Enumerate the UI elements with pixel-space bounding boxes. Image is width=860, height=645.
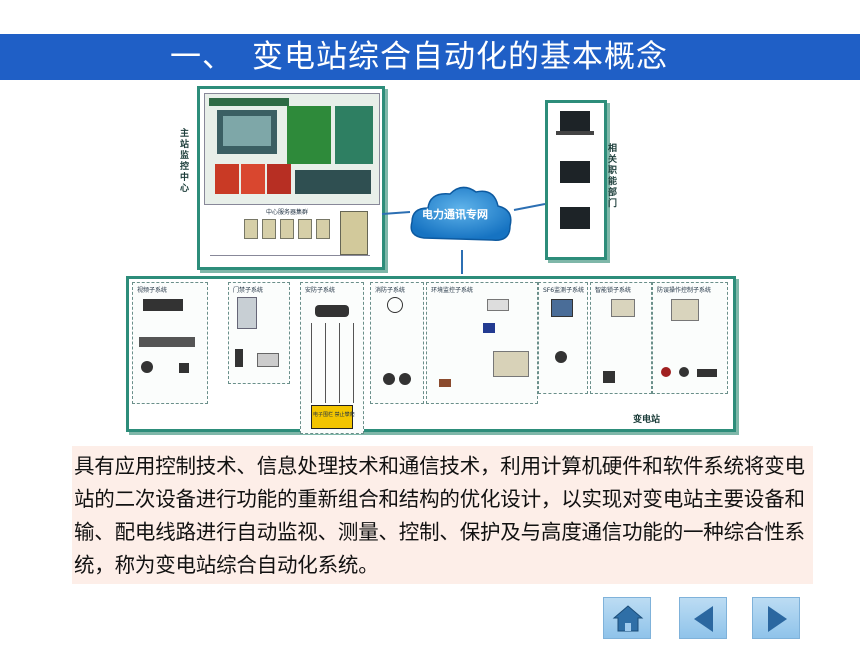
server-rack	[244, 219, 258, 239]
related-dept-label: 相关职能部门	[608, 144, 618, 209]
master-center-panel: 主站监控中心 中心服务器集群	[180, 86, 385, 270]
desktop-icon	[560, 161, 590, 183]
server-rack	[316, 219, 330, 239]
subsystem-smartlock: 智能锁子系统	[590, 282, 652, 394]
related-dept-panel	[545, 100, 607, 260]
prev-button[interactable]	[679, 597, 727, 639]
subsystem-access: 门禁子系统	[228, 282, 290, 384]
laptop-icon	[560, 111, 590, 131]
connector-lines	[381, 203, 546, 274]
system-diagram: 主站监控中心 中心服务器集群 相关职能部门	[120, 84, 740, 436]
monitor-screen	[204, 93, 380, 205]
triangle-left-icon	[694, 606, 713, 632]
title-number: 一、	[170, 39, 234, 75]
page-title: 一、 变电站综合自动化的基本概念	[0, 34, 860, 80]
subsystem-fire: 消防子系统	[370, 282, 424, 404]
server-rack	[298, 219, 312, 239]
subsystem-sf6: SF6监测子系统	[538, 282, 588, 394]
cloud-icon	[410, 186, 512, 241]
description-box: 具有应用控制技术、信息处理技术和通信技术，利用计算机硬件和软件系统将变电站的二次…	[72, 446, 813, 584]
home-button[interactable]	[603, 597, 651, 639]
title-main: 变电站综合自动化的基本概念	[252, 39, 668, 75]
server-rack	[262, 219, 276, 239]
triangle-right-icon	[768, 606, 787, 632]
subsystem-video: 视频子系统	[132, 282, 208, 404]
laptop-icon	[556, 131, 594, 135]
next-button[interactable]	[752, 597, 800, 639]
desktop-icon	[560, 207, 590, 229]
station-label: 变电站	[633, 415, 661, 425]
title-bar	[0, 34, 860, 80]
subsystem-security: 安防子系统 电子围栏 禁止攀爬	[300, 282, 364, 434]
server-rack	[280, 219, 294, 239]
master-center-label: 主站监控中心	[180, 129, 190, 194]
description-text: 具有应用控制技术、信息处理技术和通信技术，利用计算机硬件和软件系统将变电站的二次…	[74, 454, 805, 577]
cloud-label: 电力通讯专网	[422, 208, 488, 221]
home-icon	[612, 605, 644, 632]
subsystem-antimisop: 防误操作控制子系统	[652, 282, 728, 394]
server-label: 中心服务器集群	[266, 209, 309, 216]
warning-sign	[311, 405, 353, 429]
warning-sign-text: 电子围栏 禁止攀爬	[313, 412, 355, 418]
subsystem-environment: 环境监控子系统	[426, 282, 538, 404]
server-tower	[340, 211, 368, 255]
